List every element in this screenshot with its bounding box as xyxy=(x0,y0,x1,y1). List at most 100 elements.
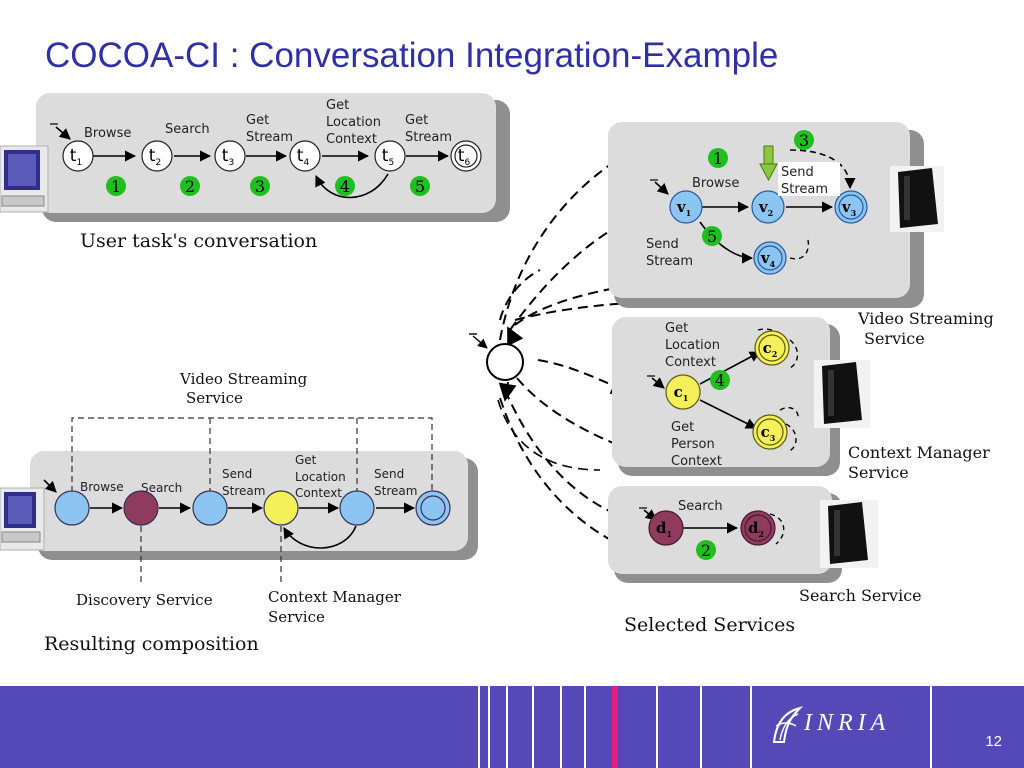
ut-marker-2 xyxy=(180,176,200,196)
ctx-marker-4-text: 4 xyxy=(715,371,725,390)
state-t3-sub: 3 xyxy=(228,158,234,168)
video-send-stream-line2: Stream xyxy=(781,182,828,197)
state-t3 xyxy=(214,140,246,172)
inria-logo-text: INRIA xyxy=(804,710,891,736)
client-computer-icon xyxy=(0,145,49,213)
state-v2 xyxy=(751,190,785,224)
ut-get-stream-line1: Get xyxy=(246,113,269,128)
video-send-stream-line1: Send xyxy=(781,165,814,180)
footer-divider xyxy=(478,686,480,768)
ut-marker-1-text: 1 xyxy=(111,177,121,196)
inria-logo: INRIA xyxy=(770,704,920,748)
state-c2-final xyxy=(754,330,790,366)
comp-state-3 xyxy=(192,490,228,526)
comp-top-label-line2: Service xyxy=(186,389,243,407)
video-service-name-line1: Video Streaming xyxy=(857,309,994,328)
video-marker-5-text: 5 xyxy=(707,227,717,246)
state-d2-label: d xyxy=(748,519,759,537)
state-c1-label: c xyxy=(674,383,683,401)
state-d2-sub: 2 xyxy=(758,529,764,539)
state-v1 xyxy=(669,190,703,224)
user-task-box xyxy=(36,93,496,213)
state-c3-final-ring xyxy=(756,418,784,446)
state-t6-label: t xyxy=(458,146,465,166)
state-v1-label: v xyxy=(676,198,687,216)
state-c2-final-ring xyxy=(758,334,786,362)
comp-browse-label: Browse xyxy=(80,480,124,494)
video-browse-label: Browse xyxy=(692,176,739,191)
svg-text:t5: t5 xyxy=(382,146,394,168)
ut-get-location-line1: Get xyxy=(326,98,349,113)
svg-text:d2: d2 xyxy=(748,519,764,539)
comp-search-label: Search xyxy=(141,481,182,495)
ut-marker-1 xyxy=(106,176,126,196)
footer-divider xyxy=(560,686,562,768)
state-d2-final xyxy=(740,510,776,546)
video-marker-1-text: 1 xyxy=(713,149,723,168)
comp-get-location-line3: Context xyxy=(295,486,342,500)
ut-marker-3-text: 3 xyxy=(255,177,265,196)
comp-state-4 xyxy=(263,490,299,526)
footer-bar: 12 xyxy=(0,686,1024,768)
search-service-name: Search Service xyxy=(799,586,922,605)
state-t1-label: t xyxy=(70,146,77,166)
state-d1 xyxy=(648,510,684,546)
footer-divider xyxy=(506,686,508,768)
state-c3-label: c xyxy=(761,423,770,441)
state-t3-label: t xyxy=(222,146,229,166)
svg-text:t1: t1 xyxy=(70,146,82,168)
video-marker-1 xyxy=(708,148,728,168)
svg-text:c2: c2 xyxy=(763,339,778,359)
state-t5-label: t xyxy=(382,146,389,166)
ut-marker-4 xyxy=(335,176,355,196)
integration-hub-node xyxy=(486,343,524,381)
ut-marker-3 xyxy=(250,176,270,196)
svg-text:c3: c3 xyxy=(761,423,776,443)
user-task-conversation: t1 t2 t3 t4 t5 t6 Browse Search Get Stre… xyxy=(36,93,510,252)
comp-top-label-line1: Video Streaming xyxy=(179,370,308,388)
state-c2-sub: 2 xyxy=(772,349,778,359)
composition-caption: Resulting composition xyxy=(44,633,259,655)
ut-marker-2-text: 2 xyxy=(185,177,195,196)
state-t1 xyxy=(62,140,94,172)
state-t4-sub: 4 xyxy=(303,158,309,168)
footer-divider xyxy=(930,686,932,768)
search-box xyxy=(608,486,832,574)
footer-divider xyxy=(750,686,752,768)
state-v3-final-ring xyxy=(838,194,864,220)
search-service: d1 d2 Search 2 Search Service xyxy=(608,486,922,605)
context-manager-service: c1 c2 c3 Get Location Context Get Person… xyxy=(612,317,990,482)
comp-send-stream2-line1: Send xyxy=(374,467,404,481)
video-send-stream2-line2: Stream xyxy=(646,254,693,269)
client-computer-icon-2 xyxy=(0,487,45,551)
state-v3-sub: 3 xyxy=(851,208,857,218)
video-server-icon xyxy=(890,166,944,232)
comp-send-stream-line1: Send xyxy=(222,467,252,481)
svg-text:t3: t3 xyxy=(222,146,234,168)
comp-state-5 xyxy=(339,490,375,526)
state-t2-label: t xyxy=(149,146,156,166)
video-service-name-line2: Service xyxy=(864,329,925,348)
svg-text:v3: v3 xyxy=(841,198,857,218)
state-c3-sub: 3 xyxy=(770,433,776,443)
state-d2-final-ring xyxy=(744,514,772,542)
user-task-caption: User task's conversation xyxy=(80,230,317,252)
resulting-composition: Video Streaming Service xyxy=(30,370,478,655)
state-d1-label: d xyxy=(656,519,667,537)
state-v3-final xyxy=(834,190,868,224)
state-v2-sub: 2 xyxy=(768,208,774,218)
comp-send-stream-line2: Stream xyxy=(222,484,265,498)
search-transition-label: Search xyxy=(678,499,723,514)
state-c1 xyxy=(665,374,701,410)
inria-emblem-icon xyxy=(772,706,804,743)
state-v2-label: v xyxy=(758,198,769,216)
comp-get-location-line2: Location xyxy=(295,470,346,484)
svg-text:d1: d1 xyxy=(656,519,672,539)
state-v3-label: v xyxy=(841,198,852,216)
state-v4-final xyxy=(753,241,787,275)
comp-send-stream2-line2: Stream xyxy=(374,484,417,498)
send-arrow-head-icon xyxy=(759,163,778,182)
ctx-marker-4 xyxy=(710,370,730,390)
footer-accent-bar xyxy=(612,686,618,768)
footer-divider xyxy=(584,686,586,768)
